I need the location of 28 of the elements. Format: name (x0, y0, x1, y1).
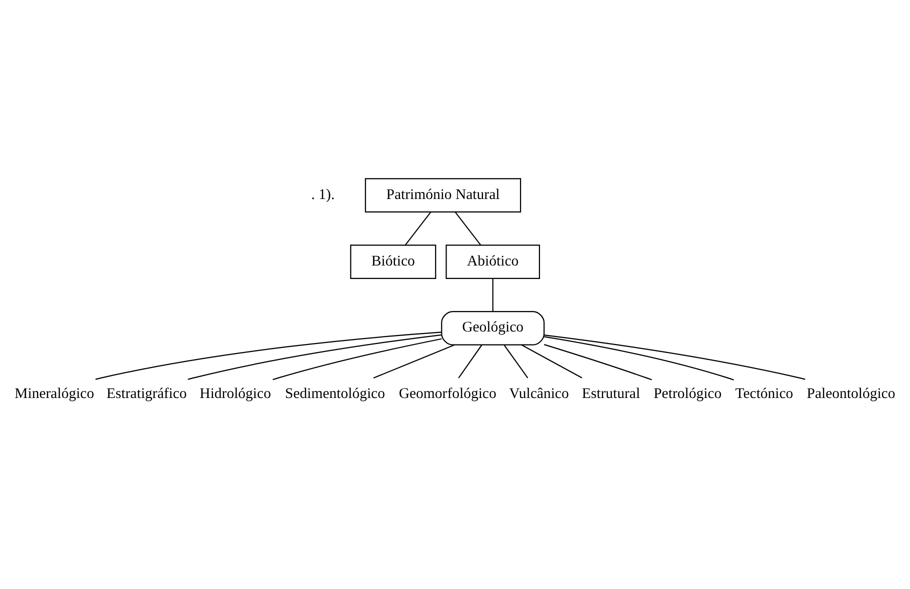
connector (544, 334, 806, 380)
connector (95, 331, 442, 380)
node-text: Hidrológico (200, 386, 271, 402)
node-text: Petrológico (654, 386, 722, 402)
connector (544, 344, 652, 380)
node-text: Estratigráfico (106, 386, 187, 402)
node-text: Geomorfológico (398, 386, 496, 402)
connector (454, 211, 482, 245)
node-text: Vulcânico (509, 386, 569, 402)
connector (492, 278, 494, 312)
connector (404, 211, 432, 245)
node-text: Paleontológico (806, 386, 896, 402)
node-box: Geológico (441, 310, 545, 345)
node-box: Biótico (350, 244, 436, 278)
node-text: Estrutural (582, 386, 640, 402)
label: . 1). (311, 186, 335, 202)
connector (458, 344, 482, 378)
connector (504, 344, 528, 378)
connector (521, 344, 582, 378)
node-box: Património Natural (364, 178, 522, 212)
node-text: Sedimentológico (285, 386, 385, 402)
connector (188, 334, 442, 380)
connector (373, 344, 454, 378)
node-box: Abiótico (446, 244, 540, 278)
node-text: Tectónico (735, 386, 794, 402)
connector (544, 336, 734, 380)
connector (272, 338, 442, 380)
node-text: Mineralógico (14, 386, 94, 402)
